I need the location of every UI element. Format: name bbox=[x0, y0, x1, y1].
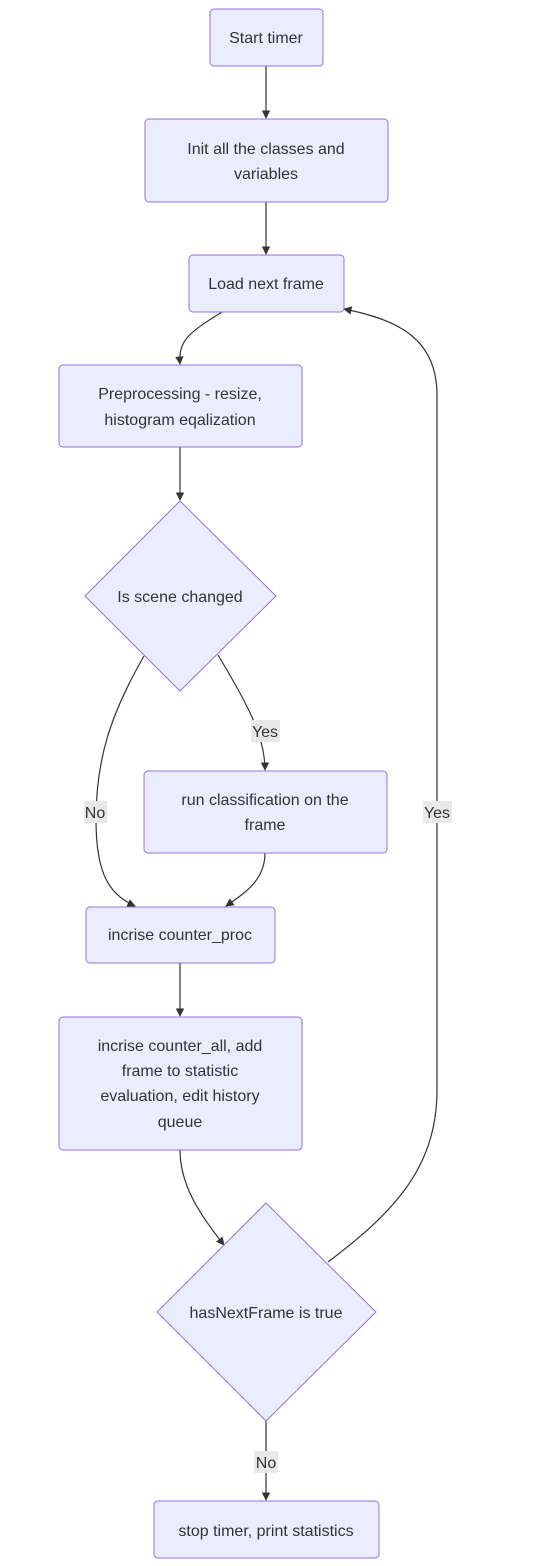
edge-counter-all-to-has-next bbox=[179, 1149, 225, 1246]
node-scene-changed-label: Is scene changed bbox=[117, 589, 242, 606]
edge-scene-no-to-counter-proc bbox=[95, 655, 145, 907]
edge-classify-to-counter-proc bbox=[225, 852, 266, 907]
node-init-line1: Init all the classes and bbox=[187, 141, 344, 158]
node-counter-all: incrise counter_all, add frame to statis… bbox=[58, 1016, 303, 1151]
node-classify-line2: frame bbox=[245, 817, 286, 834]
node-stop: stop timer, print statistics bbox=[153, 1500, 380, 1559]
edge-label-end-no: No bbox=[254, 1451, 278, 1473]
node-counter-proc: incrise counter_proc bbox=[85, 906, 276, 964]
edge-load-to-preprocess bbox=[175, 311, 223, 365]
node-has-next-frame: hasNextFrame is true bbox=[156, 1202, 377, 1422]
edge-label-scene-no: No bbox=[84, 801, 107, 823]
node-stop-label: stop timer, print statistics bbox=[178, 1523, 353, 1540]
node-classify-line1: run classification on the bbox=[181, 792, 348, 809]
edge-label-loop-yes-text: Yes bbox=[424, 805, 450, 822]
node-preprocess-line2: histogram eqalization bbox=[104, 412, 255, 429]
node-counter-all-line2: frame to statistic bbox=[122, 1063, 238, 1080]
node-init-line2: variables bbox=[234, 166, 298, 183]
node-load-frame: Load next frame bbox=[188, 254, 345, 313]
edge-label-scene-no-text: No bbox=[85, 805, 106, 822]
edge-label-loop-yes: Yes bbox=[423, 801, 452, 823]
node-scene-changed: Is scene changed bbox=[84, 500, 277, 692]
node-start-timer: Start timer bbox=[209, 8, 324, 67]
node-classify: run classification on the frame bbox=[143, 770, 388, 854]
node-preprocess: Preprocessing - resize, histogram eqaliz… bbox=[58, 364, 303, 448]
edge-scene-yes-to-classify bbox=[217, 654, 270, 771]
edge-label-scene-yes: Yes bbox=[251, 720, 280, 742]
node-counter-proc-label: incrise counter_proc bbox=[108, 927, 252, 944]
node-start-timer-label: Start timer bbox=[229, 30, 303, 47]
edge-label-end-no-text: No bbox=[256, 1455, 277, 1472]
node-counter-all-line3: evaluation, edit history bbox=[100, 1088, 259, 1105]
node-counter-all-line4: queue bbox=[158, 1114, 203, 1131]
node-counter-all-line1: incrise counter_all, add bbox=[98, 1038, 263, 1055]
node-has-next-frame-label: hasNextFrame is true bbox=[190, 1305, 343, 1322]
node-preprocess-line1: Preprocessing - resize, bbox=[98, 386, 262, 403]
node-init: Init all the classes and variables bbox=[144, 118, 389, 203]
edge-has-next-yes-to-load bbox=[327, 306, 438, 1263]
edge-label-scene-yes-text: Yes bbox=[252, 724, 278, 741]
node-load-frame-label: Load next frame bbox=[208, 276, 324, 293]
